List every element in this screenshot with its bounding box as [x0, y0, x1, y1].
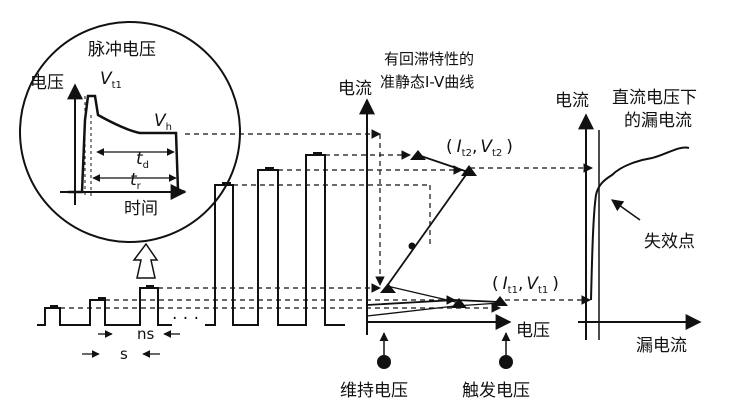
pulse-train-ellipsis: · · ·: [172, 309, 199, 329]
iv-curve-fold: [386, 285, 461, 304]
iv-curve-trigger: [366, 299, 501, 306]
iv-title-line2: 准静态I-V曲线: [380, 73, 474, 91]
iv-point: [461, 165, 477, 176]
pulse-train-baseline: [37, 287, 172, 326]
inset-vt1-label: Vt1: [100, 69, 122, 91]
trigger-pin-dot: [499, 355, 513, 369]
holding-pin-dot: [377, 355, 391, 369]
s-label: s: [120, 345, 128, 363]
inset-pulse-voltage: 脉冲电压 电压 时间 Vt1 Vh td tr: [19, 21, 241, 243]
ns-label: ns: [137, 325, 155, 343]
iv-plot: 电流 电压 有回滞特性的 准静态I-V曲线 (It2,Vt2) (It1,Vt1…: [338, 50, 559, 401]
iv-x-label: 电压: [516, 321, 550, 341]
trigger-voltage-label: 触发电压: [462, 381, 530, 401]
iv-point-t2-label: (It2,Vt2): [446, 137, 513, 159]
iv-point: [492, 296, 508, 306]
pulse-marker: [50, 305, 58, 309]
leak-title-line1: 直流电压下: [612, 88, 697, 108]
zoom-arrow: [132, 242, 159, 279]
inset-vh-label: Vh: [154, 111, 172, 133]
leak-x-label: 漏电流: [636, 336, 687, 356]
iv-point: [410, 150, 426, 160]
iv-curve-rise: [386, 171, 469, 287]
iv-curve-upper: [417, 154, 469, 173]
leakage-plot: 电流 漏电流 直流电压下 的漏电流 失效点: [555, 88, 702, 356]
inset-y-label: 电压: [30, 73, 64, 93]
iv-curve-snapback: [366, 302, 501, 317]
iv-y-label: 电流: [338, 79, 372, 99]
leak-title-line2: 的漏电流: [624, 111, 692, 131]
iv-title-line1: 有回滞特性的: [384, 50, 474, 68]
pulse-marker: [146, 285, 154, 289]
inset-pulse-waveform: [68, 94, 186, 194]
mapping-lines: [60, 129, 593, 313]
leak-curve: [590, 146, 690, 301]
inset-tr-label: tr: [130, 170, 142, 192]
failure-point-label: 失效点: [644, 232, 695, 252]
inset-title: 脉冲电压: [88, 40, 156, 60]
pulse-marker: [98, 297, 106, 301]
inset-x-label: 时间: [124, 199, 158, 219]
holding-voltage-label: 维持电压: [340, 381, 408, 401]
pulse-marker: [222, 182, 231, 186]
inset-td-label: td: [136, 149, 149, 171]
iv-point-t1-label: (It1,Vt1): [492, 274, 559, 296]
iv-curve-midpoint: [408, 242, 416, 250]
pulse-marker: [265, 167, 274, 171]
iv-point: [380, 283, 396, 293]
pulse-marker: [313, 152, 322, 156]
failure-arrow: [611, 199, 641, 221]
pulse-train: · · · ns s: [37, 152, 345, 363]
iv-point: [451, 298, 467, 308]
leak-y-label: 电流: [555, 91, 589, 111]
